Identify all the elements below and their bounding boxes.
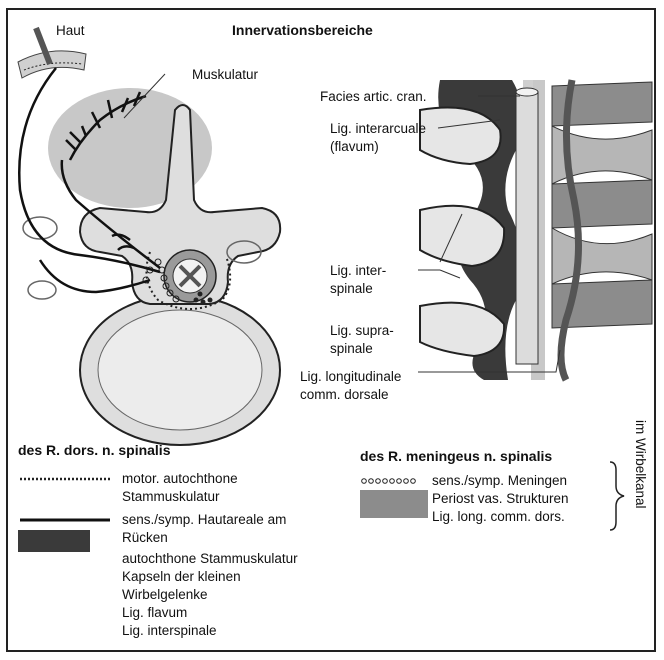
facet-oval-left-2: [28, 281, 56, 299]
label-longitudinale-1: Lig. longitudinale: [300, 368, 401, 385]
legend-solid-1: sens./symp. Hautareale am: [122, 511, 286, 528]
side-label: im Wirbelkanal: [633, 420, 648, 509]
label-interarcuale-1: Lig. interarcuale: [330, 120, 426, 137]
legend-dotted-1: motor. autochthone: [122, 470, 238, 487]
articular-column: [516, 92, 538, 364]
legend-left-heading: des R. dors. n. spinalis: [18, 442, 170, 458]
legend-solid-2: Rücken: [122, 529, 168, 546]
swatch-dark: [18, 530, 90, 552]
legend-right-heading: des R. meningeus n. spinalis: [360, 448, 552, 464]
legend-dark-5: Lig. interspinale: [122, 622, 217, 639]
facies-articularis: [516, 88, 538, 96]
legend-grey-2: Lig. long. comm. dors.: [432, 508, 565, 525]
legend-dark-2: Kapseln der kleinen: [122, 568, 241, 585]
brace: [610, 462, 624, 530]
label-interarcuale-2: (flavum): [330, 138, 379, 155]
legend-dark-1: autochthone Stammuskulatur: [122, 550, 298, 567]
legend-dark-3: Wirbelgelenke: [122, 586, 208, 603]
label-interspinale-1: Lig. inter-: [330, 262, 386, 279]
label-haut: Haut: [56, 22, 85, 39]
intervertebral-disc-2: [552, 228, 652, 284]
legend-dark-4: Lig. flavum: [122, 604, 187, 621]
label-interspinale-2: spinale: [330, 280, 373, 297]
label-longitudinale-2: comm. dorsale: [300, 386, 389, 403]
label-supraspinale-2: spinale: [330, 340, 373, 357]
legend-circles: sens./symp. Meningen: [432, 472, 567, 489]
label-facies: Facies artic. cran.: [320, 88, 427, 105]
swatch-grey: [360, 490, 428, 518]
swatch-circles: [362, 479, 416, 484]
vertebral-segment-2: [552, 180, 652, 228]
legend-grey-1: Periost vas. Strukturen: [432, 490, 569, 507]
label-muskulatur: Muskulatur: [192, 66, 258, 83]
legend-dotted-2: Stammuskulatur: [122, 488, 220, 505]
vertebra-cross-section: [23, 88, 280, 445]
sagittal-section: [418, 80, 652, 380]
figure-title: Innervationsbereiche: [232, 22, 373, 38]
vertebral-body-inner: [98, 310, 262, 430]
label-supraspinale-1: Lig. supra-: [330, 322, 394, 339]
